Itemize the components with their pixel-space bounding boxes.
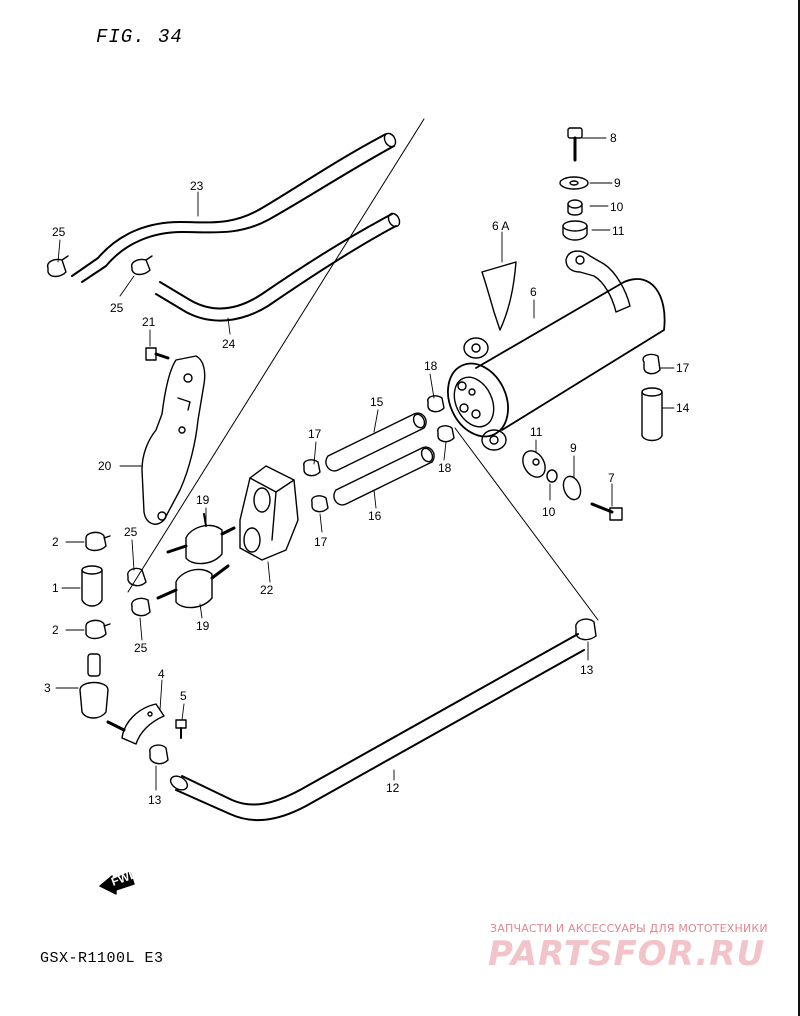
callout-23: 23 bbox=[190, 179, 204, 193]
callout-9-lower: 9 bbox=[570, 441, 577, 455]
clamp-13-right bbox=[575, 618, 597, 641]
callout-1: 1 bbox=[52, 581, 59, 595]
callout-3: 3 bbox=[44, 681, 51, 695]
callout-7: 7 bbox=[608, 471, 615, 485]
clamp-2-lower bbox=[85, 619, 111, 640]
cushion-11-top bbox=[562, 220, 588, 241]
bracket-20 bbox=[141, 355, 206, 525]
callout-15: 15 bbox=[370, 395, 384, 409]
callout-12: 12 bbox=[386, 781, 400, 795]
canister-bracket bbox=[565, 250, 631, 313]
callout-11-lower: 11 bbox=[530, 425, 543, 439]
leader-lines bbox=[55, 137, 675, 791]
callout-25-low: 25 bbox=[134, 641, 148, 655]
assembly-reference-lines bbox=[127, 118, 599, 621]
callout-13-right: 13 bbox=[580, 663, 594, 677]
hose-23 bbox=[71, 132, 397, 283]
fitting-3 bbox=[79, 653, 126, 732]
callout-21: 21 bbox=[142, 315, 156, 329]
fwd-arrow-icon: FWD bbox=[99, 866, 140, 895]
callout-18-lower: 18 bbox=[438, 461, 452, 475]
callout-25-top-left: 25 bbox=[52, 225, 66, 239]
clamp-4 bbox=[121, 703, 165, 745]
clamp-17-upper bbox=[303, 459, 321, 477]
hose-14 bbox=[641, 387, 663, 442]
clamp-18-upper bbox=[427, 395, 445, 413]
clamp-2-upper bbox=[85, 531, 111, 552]
callout-2-lower: 2 bbox=[52, 623, 59, 637]
callout-10-lower: 10 bbox=[542, 505, 556, 519]
callout-18-upper: 18 bbox=[424, 359, 438, 373]
callout-10-top: 10 bbox=[610, 200, 624, 214]
collar-10-top bbox=[567, 199, 583, 216]
callout-labels: 8 9 10 11 6 A 6 17 14 18 15 17 18 11 9 7… bbox=[44, 131, 690, 807]
clamp-17-right bbox=[642, 353, 661, 375]
cushion-11-lower bbox=[522, 450, 546, 478]
callout-19-lower: 19 bbox=[196, 619, 210, 633]
collar-10-lower bbox=[546, 469, 558, 483]
hose-15 bbox=[325, 412, 427, 472]
clamp-13-lower bbox=[149, 744, 169, 765]
callout-6: 6 bbox=[530, 285, 537, 299]
screw-5 bbox=[175, 719, 187, 739]
callout-6a: 6 A bbox=[492, 219, 509, 233]
hose-24 bbox=[155, 212, 401, 322]
bolt-21 bbox=[145, 347, 170, 361]
canister-6 bbox=[447, 278, 666, 451]
washer-9-top bbox=[559, 176, 589, 190]
clamp-25-top-mid bbox=[131, 255, 153, 276]
washer-9-lower bbox=[562, 475, 582, 501]
callout-20: 20 bbox=[98, 459, 112, 473]
callout-9-top: 9 bbox=[614, 176, 621, 190]
callout-11-top: 11 bbox=[612, 224, 625, 238]
callout-14: 14 bbox=[676, 401, 690, 415]
valve-19-upper bbox=[166, 513, 236, 565]
figure-title: FIG. 34 bbox=[96, 26, 183, 48]
clamp-18-lower bbox=[437, 425, 455, 443]
clamp-25-low bbox=[131, 597, 151, 617]
callout-19-upper: 19 bbox=[196, 493, 210, 507]
hose-1 bbox=[81, 565, 103, 607]
callout-8: 8 bbox=[610, 131, 617, 145]
bolt-8 bbox=[567, 127, 583, 162]
valve-19-lower bbox=[156, 564, 230, 609]
clamp-17-lower bbox=[311, 495, 329, 513]
callout-5: 5 bbox=[180, 689, 187, 703]
callout-4: 4 bbox=[158, 667, 165, 681]
hose-16 bbox=[333, 446, 435, 506]
callout-25-mid: 25 bbox=[124, 525, 138, 539]
strap-6a bbox=[481, 261, 517, 331]
callout-17-mid: 17 bbox=[308, 427, 322, 441]
bolt-7 bbox=[590, 502, 623, 521]
callout-2-upper: 2 bbox=[52, 535, 59, 549]
clamp-25-mid bbox=[127, 567, 147, 587]
clamp-25-top-left bbox=[47, 255, 69, 278]
callout-16: 16 bbox=[368, 509, 382, 523]
watermark-tagline: ЗАПЧАСТИ И АКСЕССУАРЫ ДЛЯ МОТОТЕХНИКИ bbox=[490, 922, 768, 935]
callout-17-lower: 17 bbox=[314, 535, 328, 549]
callout-22: 22 bbox=[260, 583, 274, 597]
hose-12 bbox=[169, 633, 585, 822]
callout-17-right: 17 bbox=[676, 361, 690, 375]
callout-24: 24 bbox=[222, 337, 236, 351]
callout-13-lower: 13 bbox=[148, 793, 162, 807]
holder-22 bbox=[239, 465, 299, 561]
watermark-logo: PARTSFOR.RU bbox=[488, 934, 766, 974]
callout-25-top-mid: 25 bbox=[110, 301, 124, 315]
model-code: GSX-R1100L E3 bbox=[40, 950, 164, 967]
